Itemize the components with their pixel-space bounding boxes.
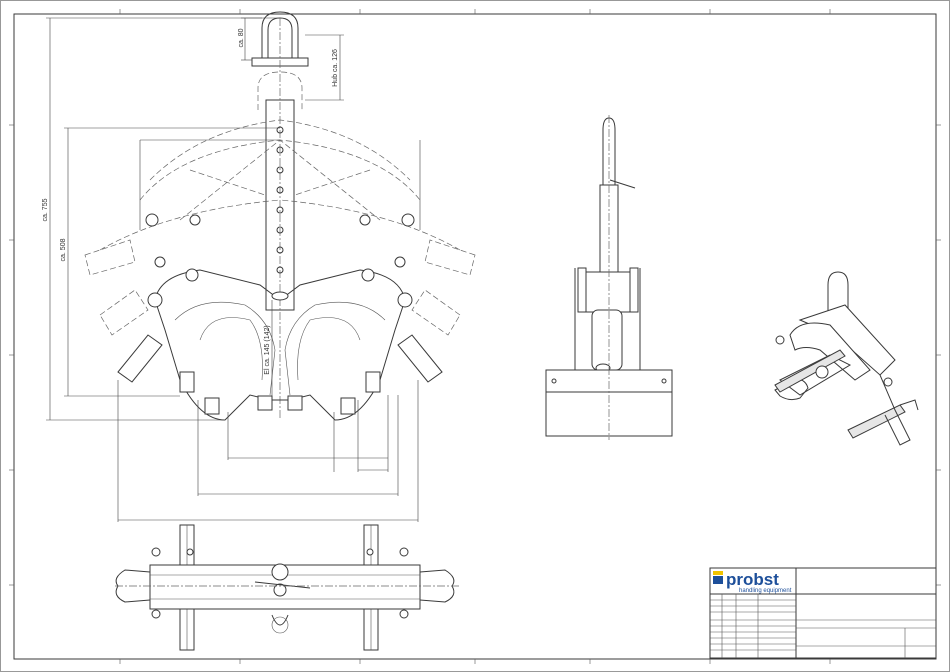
dim-mid-height: ca. 508 (60, 238, 67, 261)
title-block: probst handling equipment (710, 568, 936, 658)
front-view (46, 12, 475, 522)
dim-overall-height: ca. 755 (42, 198, 49, 221)
dim-top-height: ca. 80 (238, 28, 245, 47)
top-view (115, 525, 460, 650)
logo-accent-bar (713, 571, 723, 575)
brand-logo: probst (726, 570, 779, 589)
isometric-view (775, 272, 918, 445)
side-view (546, 115, 672, 440)
logo-square (713, 576, 723, 584)
dim-stroke: Hub ca. 126 (332, 49, 339, 87)
brand-tagline: handling equipment (739, 588, 792, 594)
dim-inner-height: El ca. 145 (142) (264, 325, 271, 374)
